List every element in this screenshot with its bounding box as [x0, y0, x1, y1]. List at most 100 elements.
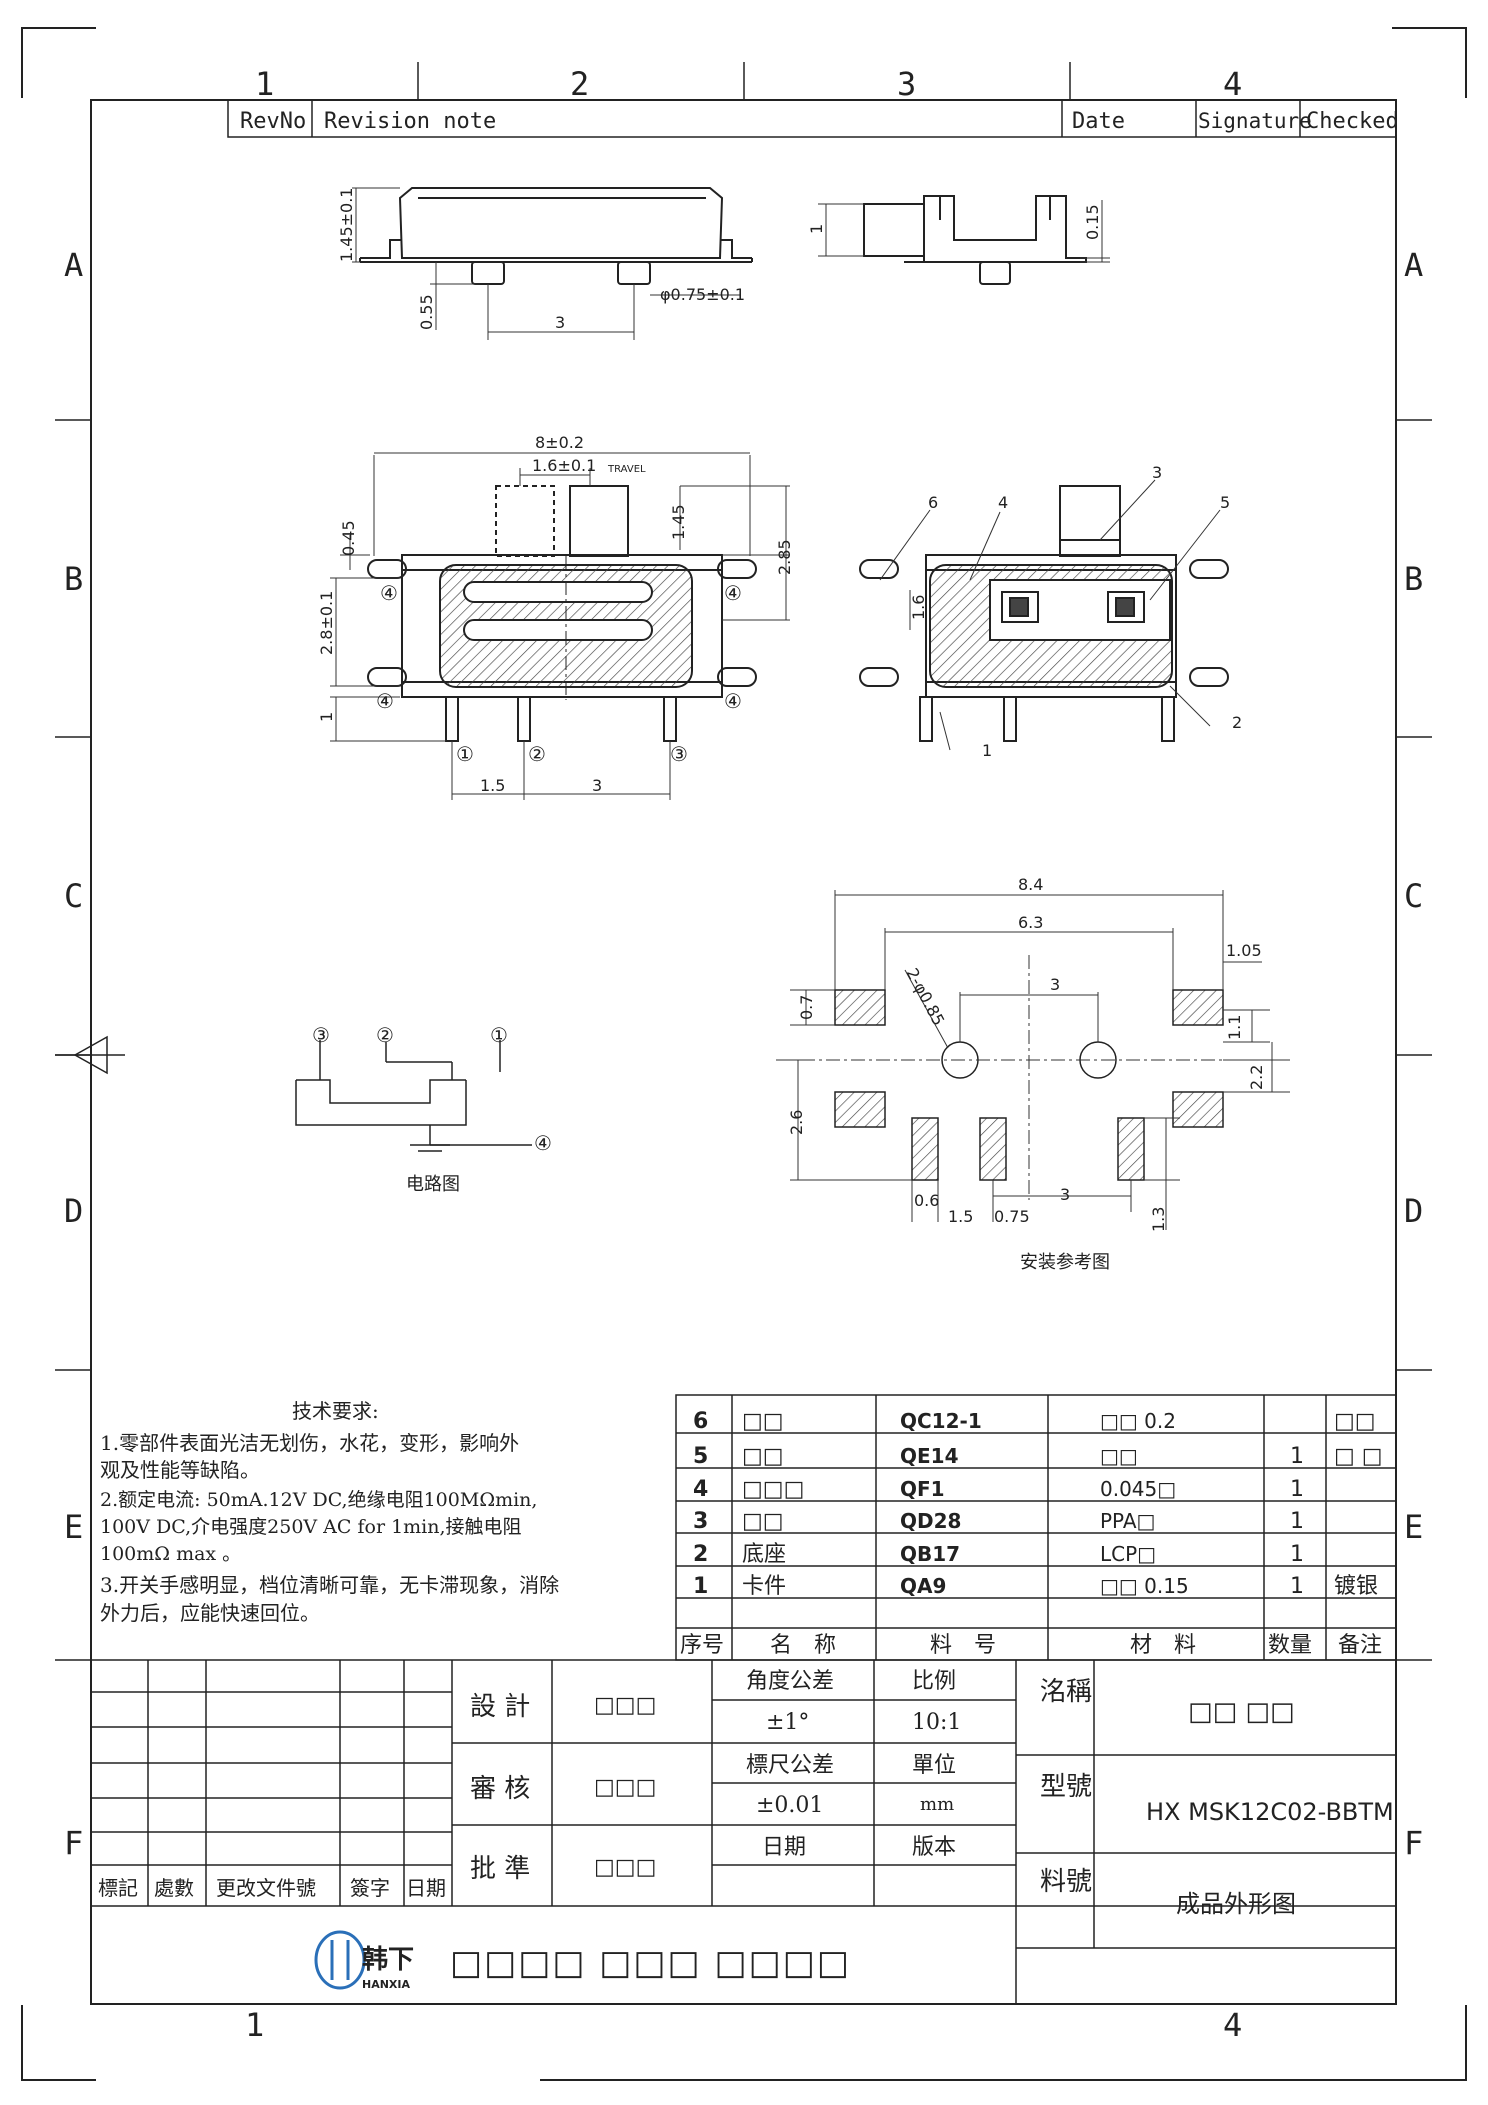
- svg-text:HANXIA: HANXIA: [362, 1978, 410, 1991]
- callout-5: 5: [1220, 493, 1230, 512]
- bom-cell-no: 2: [693, 1542, 708, 1567]
- bom-cell-no: 5: [693, 1444, 708, 1469]
- side-elevation-view: [863, 195, 1087, 285]
- company-logo: 韩下 HANXIA: [314, 1930, 414, 1991]
- dim-side-1: 1: [807, 224, 826, 234]
- checked-label: Checked: [1306, 109, 1399, 134]
- bom-cell-code: QD28: [900, 1509, 961, 1533]
- pcb-layout-dims: [790, 890, 1290, 1230]
- bom-cell-code: QA9: [900, 1574, 946, 1598]
- design-label: 設 計: [470, 1692, 530, 1722]
- dim-pad-11: 1.1: [1225, 1015, 1244, 1040]
- zone-row-E-left: E: [64, 1508, 83, 1546]
- pin-4-marker-tr: ④: [724, 581, 742, 605]
- bom-cell-note: □ □: [1334, 1444, 1383, 1469]
- dim-h-1: 1: [317, 712, 336, 722]
- bom-cell-qty: 1: [1290, 1444, 1304, 1469]
- part-number-value: 成品外形图: [1176, 1890, 1296, 1918]
- bom-cell-name: □□: [742, 1509, 784, 1534]
- bom-cell-code: QF1: [900, 1477, 945, 1501]
- pin-2-marker: ②: [528, 742, 546, 766]
- bom-cell-code: QC12-1: [900, 1409, 982, 1433]
- dim-pad-63: 6.3: [1018, 913, 1043, 932]
- bom-cell-qty: 1: [1290, 1477, 1304, 1502]
- dim-top-pitch: 3: [555, 313, 565, 332]
- zone-row-C-right: C: [1404, 877, 1423, 915]
- callout-3: 3: [1152, 463, 1162, 482]
- revision-note-label: Revision note: [324, 109, 496, 134]
- dim-b-15: 1.5: [480, 776, 505, 795]
- dim-pad-26: 2.6: [787, 1110, 806, 1135]
- orientation-arrow: [55, 1035, 125, 1075]
- zone-row-A-right: A: [1404, 246, 1423, 284]
- circuit-pin-1: ①: [490, 1023, 508, 1047]
- bom-header-code: 料 号: [930, 1633, 996, 1658]
- dim-pad-84: 8.4: [1018, 875, 1043, 894]
- bom-table-grid: [675, 1394, 1397, 1661]
- front-elevation-dims: [352, 187, 740, 340]
- angle-tol-value: ±1°: [766, 1710, 809, 1735]
- dim-h-145: 1.45: [669, 504, 688, 540]
- tech-req-line-7: 外力后，应能快速回位。: [100, 1601, 320, 1625]
- bom-header-material: 材 料: [1130, 1633, 1196, 1658]
- pcb-layout-centerlines: [776, 955, 1290, 1200]
- dim-pad-075: 0.75: [994, 1207, 1030, 1226]
- circuit-pin-4: ④: [534, 1131, 552, 1155]
- dim-b-3: 3: [592, 776, 602, 795]
- front-elevation-view: [359, 187, 753, 285]
- bom-cell-material: □□: [1100, 1444, 1138, 1468]
- bom-cell-qty: 1: [1290, 1509, 1304, 1534]
- circuit-pin-2: ②: [376, 1023, 394, 1047]
- rev-col-count: 處數: [154, 1876, 194, 1900]
- section-view: [859, 485, 1229, 742]
- dim-top-height: 1.45±0.1: [337, 188, 356, 262]
- bom-cell-note: □□: [1334, 1409, 1376, 1434]
- bom-header-name: 名 称: [770, 1633, 836, 1658]
- tech-req-line-5: 100mΩ max 。: [100, 1543, 241, 1565]
- dim-pad-15: 1.5: [948, 1207, 973, 1226]
- dim-tol-value: ±0.01: [756, 1793, 823, 1818]
- layout-title: 安装参考图: [1020, 1252, 1110, 1273]
- dim-pad-105: 1.05: [1226, 941, 1262, 960]
- callout-6: 6: [928, 493, 938, 512]
- tech-req-line-3: 2.额定电流: 50mA.12V DC,绝缘电阻100MΩmin,: [100, 1489, 537, 1511]
- approve-value: □□□: [594, 1855, 656, 1880]
- bom-cell-qty: 1: [1290, 1574, 1304, 1599]
- dim-width-8: 8±0.2: [535, 433, 584, 452]
- product-name-value: □□ □□: [1188, 1697, 1295, 1727]
- section-view-leaders: [879, 479, 1221, 751]
- bom-cell-code: QB17: [900, 1542, 960, 1566]
- dim-f-16: 1.6: [909, 595, 928, 620]
- tech-req-line-4: 100V DC,介电强度250V AC for 1min,接触电阻: [100, 1516, 522, 1538]
- bom-cell-material: 0.045□: [1100, 1477, 1176, 1501]
- rev-col-mark: 標記: [98, 1876, 138, 1900]
- bom-cell-qty: 1: [1290, 1542, 1304, 1567]
- pcb-layout: [834, 989, 1224, 1181]
- callout-2: 2: [1232, 713, 1242, 732]
- bom-cell-no: 1: [693, 1574, 708, 1599]
- sheet-corner-marks: [21, 27, 1467, 2081]
- zone-row-B-right: B: [1404, 560, 1423, 598]
- pin-3-marker: ③: [670, 742, 688, 766]
- bom-cell-code: QE14: [900, 1444, 959, 1468]
- date-label: Date: [1072, 109, 1125, 134]
- dim-pad-dia: 2-φ0.85: [902, 965, 948, 1029]
- bom-cell-name: □□: [742, 1444, 784, 1469]
- zone-bottom-4: 4: [1223, 2006, 1242, 2044]
- zone-row-E-right: E: [1404, 1508, 1423, 1546]
- bom-cell-note: 镀银: [1334, 1574, 1378, 1599]
- zone-row-C-left: C: [64, 877, 83, 915]
- dim-pad-22: 2.2: [1247, 1065, 1266, 1090]
- travel-label: TRAVEL: [607, 464, 646, 475]
- unit-label: 單位: [912, 1753, 956, 1778]
- dim-pad-07: 0.7: [797, 995, 816, 1020]
- approve-label: 批 準: [470, 1854, 530, 1884]
- angle-tol-label: 角度公差: [746, 1669, 834, 1694]
- callout-1: 1: [982, 741, 992, 760]
- design-value: □□□: [594, 1693, 656, 1718]
- zone-row-D-left: D: [64, 1192, 83, 1230]
- tech-req-line-1: 1.零部件表面光洁无划伤，水花，变形，影响外: [100, 1431, 519, 1455]
- svg-text:韩下: 韩下: [362, 1945, 414, 1975]
- tech-req-line-6: 3.开关手感明显，档位清晰可靠，无卡滞现象，消除: [100, 1573, 559, 1597]
